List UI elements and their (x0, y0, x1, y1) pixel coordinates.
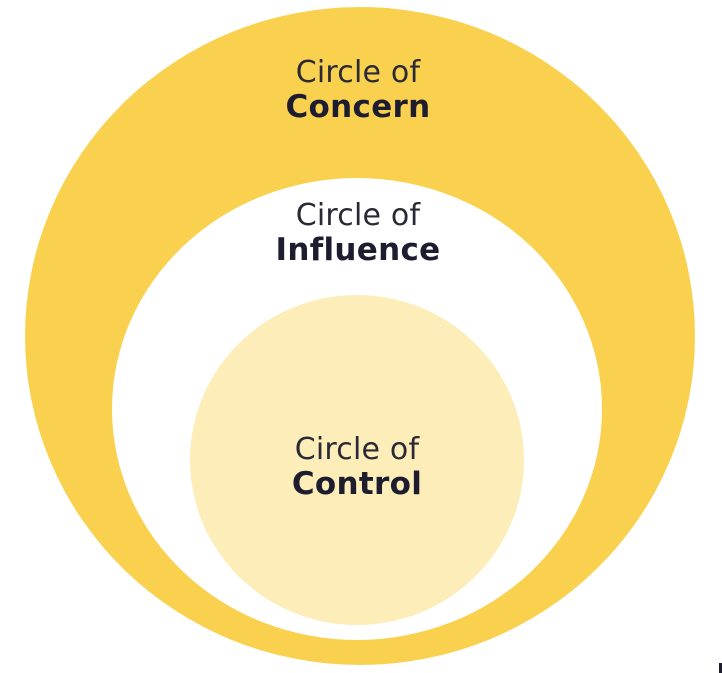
control-label-line2: Control (291, 465, 423, 502)
circle-of-control-shape (190, 295, 524, 625)
circle-of-concern-label: Circle of Concern (158, 56, 558, 124)
influence-label-line2: Influence (275, 231, 441, 268)
influence-label-line1: Circle of (295, 198, 421, 233)
concern-label-line1: Circle of (295, 55, 421, 90)
circle-of-control-label: Circle of Control (157, 433, 557, 501)
concern-label-line2: Concern (285, 88, 431, 125)
circle-of-influence-label: Circle of Influence (158, 199, 558, 267)
control-label-line1: Circle of (294, 432, 420, 467)
corner-mark (719, 663, 722, 673)
